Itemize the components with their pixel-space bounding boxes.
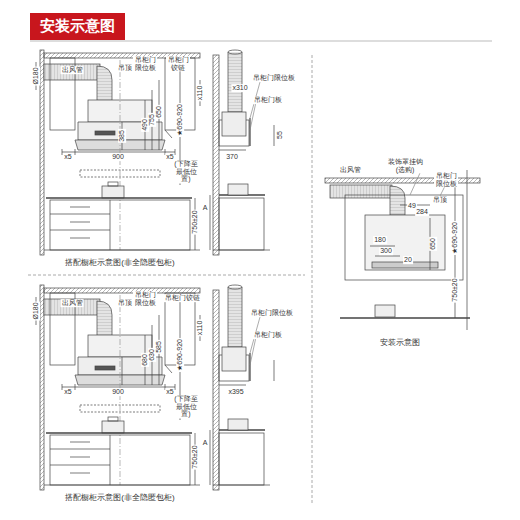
drawing-label: 吊顶 <box>117 299 133 307</box>
drawing-label: ★690-920 <box>176 103 184 137</box>
drawing-label: ★690-920 <box>451 221 459 255</box>
drawing-label: x310 <box>231 84 248 92</box>
drawing-label: Ø180 <box>32 66 40 85</box>
drawing-label: 55 <box>276 130 284 140</box>
drawing-label: 750±20 <box>191 444 199 469</box>
drawing-label: 20 <box>403 256 413 264</box>
drawing-label: 385 <box>118 129 126 143</box>
title-banner: 安装示意图 <box>30 13 125 40</box>
drawing-label: 585 <box>155 340 163 354</box>
drawing-label: 吊柜门 限位板 <box>133 291 157 306</box>
drawing-label: 650 <box>429 237 437 251</box>
drawing-label: 吊柜门 限位板 <box>133 56 157 71</box>
drawing-label: 吊柜门 限位板 <box>434 172 458 187</box>
drawing-label: 出风管 <box>339 166 362 174</box>
drawing-label: 装饰罩挂钩 (选购) <box>384 158 426 173</box>
drawing-label: 出风管 <box>61 299 84 307</box>
drawing-label: 吊顶 <box>117 64 133 72</box>
drawing-label: x5 <box>63 388 72 396</box>
drawing-label: (下降至 最低位置) <box>170 160 202 183</box>
drawing-label: 搭配橱柜示意图(非全隐匿包柜) <box>64 494 175 503</box>
drawing-label: 吊柜门板 <box>253 331 283 339</box>
drawing-label: 300 <box>379 247 393 255</box>
drawing-label: 吊柜门 铰链 <box>166 56 190 71</box>
drawing-label: 180 <box>373 236 387 244</box>
drawing-label: 吊柜门铰链 <box>164 294 201 302</box>
drawing-label: 吊柜门限位板 <box>252 74 296 82</box>
drawing-label: x110 <box>196 320 204 337</box>
drawing-label: 750±20 <box>451 277 459 302</box>
drawing-label: A <box>202 439 209 447</box>
drawing-label: ★690-920 <box>176 338 184 372</box>
drawing-label: 750±20 <box>191 209 199 234</box>
drawing-label: A <box>202 204 209 212</box>
drawing-label: 284 <box>415 208 429 216</box>
drawing-label: 900 <box>111 388 125 396</box>
drawing-label: 吊柜门板 <box>253 96 283 104</box>
drawing-label: 370 <box>225 153 239 161</box>
drawing-label: 吊顶 <box>432 196 448 204</box>
drawing-label: 搭配橱柜示意图(非全隐匿包柜) <box>64 259 175 268</box>
drawing-label: x395 <box>227 388 244 396</box>
drawing-label: x5 <box>63 153 72 161</box>
drawing-label: (下降至 最低位置) <box>170 395 202 418</box>
drawing-label: 900 <box>111 153 125 161</box>
drawing-label: 吊柜门限位板 <box>250 309 294 317</box>
drawing-label: Ø180 <box>32 301 40 320</box>
drawing-label: 安装示意图 <box>379 339 421 348</box>
banner-text: 安装示意图 <box>40 17 115 34</box>
drawing-label: 出风管 <box>61 66 84 74</box>
drawing-label: 650 <box>155 105 163 119</box>
drawing-label: x110 <box>196 85 204 102</box>
